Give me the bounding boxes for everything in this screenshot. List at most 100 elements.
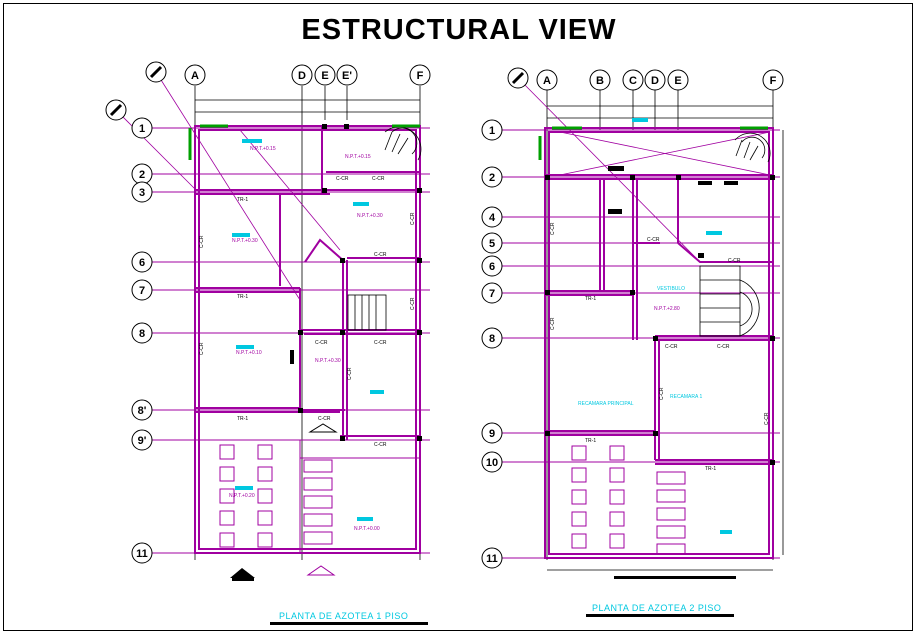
axis-label: F (417, 70, 424, 82)
beam-label: TR-1 (585, 296, 596, 302)
beam-label: TR-1 (585, 438, 596, 444)
left-cyan-markers (232, 139, 384, 521)
beam-label: C-CR (410, 297, 416, 310)
axis-label: 8 (489, 333, 495, 345)
column-axis-bubble: D (644, 69, 666, 91)
left-level-notes: N.P.T.+0.15 N.P.T.+0.15 N.P.T.+0.30 N.P.… (229, 146, 383, 532)
axis-label: 6 (489, 261, 495, 273)
axis-label: E' (342, 70, 352, 82)
row-axis-bubble: 7 (481, 282, 503, 304)
axis-label: 10 (486, 457, 498, 469)
drawing-title: ESTRUCTURAL VIEW (301, 14, 617, 46)
right-stairs (699, 132, 771, 337)
column-axis-bubble: B (589, 69, 611, 91)
axis-label: B (596, 75, 604, 87)
left-columns (230, 124, 422, 581)
column-axis-bubble: F (409, 64, 431, 86)
row-axis-bubble: 6 (131, 251, 153, 273)
row-axis-bubble: 10 (481, 451, 503, 473)
beam-label: C-CR (647, 237, 660, 243)
level-note: N.P.T.+0.00 (354, 526, 380, 532)
axis-label: F (770, 75, 777, 87)
row-axis-bubble: 8' (131, 399, 153, 421)
level-note: N.P.T.+0.30 (232, 238, 258, 244)
beam-label: C-CR (410, 212, 416, 225)
beam-label: C-CR (374, 340, 387, 346)
right-row-axes (502, 129, 780, 559)
column-axis-bubble: D (291, 64, 313, 86)
level-note: N.P.T.+0.15 (250, 146, 276, 152)
right-parking (571, 445, 686, 555)
axis-label: A (191, 70, 199, 82)
diagonal-axis-bubble (145, 61, 167, 83)
axis-label: 3 (139, 187, 145, 199)
axis-label: D (298, 70, 306, 82)
level-note: N.P.T.+0.30 (357, 213, 383, 219)
level-note: N.P.T.+2.80 (654, 306, 680, 312)
right-room-labels: RECAMARA PRINCIPAL RECAMARA 1 VESTIBULO (578, 286, 702, 407)
diagonal-axis-bubble (507, 67, 529, 89)
axis-label: A (543, 75, 551, 87)
room-label: RECAMARA 1 (670, 394, 702, 400)
row-axis-bubble: 2 (481, 166, 503, 188)
beam-label: C-CR (659, 387, 665, 400)
beam-label: TR-1 (705, 466, 716, 472)
beam-label: C-CR (336, 176, 349, 182)
right-dimension-top (547, 105, 784, 571)
beam-label: C-CR (550, 222, 556, 235)
row-axis-bubble: 1 (131, 117, 153, 139)
right-columns (545, 166, 775, 579)
axis-label: 11 (486, 553, 498, 565)
level-note: N.P.T.+0.20 (229, 493, 255, 499)
beam-label: C-CR (717, 344, 730, 350)
axis-label: 9' (138, 435, 147, 447)
beam-label: C-CR (347, 367, 353, 380)
axis-label: 2 (489, 172, 495, 184)
column-axis-bubble: F (762, 69, 784, 91)
beam-label: C-CR (199, 235, 205, 248)
beam-label: C-CR (318, 416, 331, 422)
beam-label: C-CR (374, 252, 387, 258)
beam-label: C-CR (764, 412, 770, 425)
row-axis-bubble: 8 (131, 322, 153, 344)
right-green-marks (538, 126, 768, 160)
row-axis-bubble: 9' (131, 429, 153, 451)
column-axis-bubble: E' (336, 64, 358, 86)
row-axis-bubble: 3 (131, 181, 153, 203)
axis-label: 1 (139, 123, 145, 135)
column-axis-bubble: A (536, 69, 558, 91)
left-plan-caption: PLANTA DE AZOTEA 1 PISO (279, 611, 409, 621)
row-axis-bubble: 1 (481, 119, 503, 141)
left-beam-labels: C-CR C-CR C-CR C-CR C-CR C-CR C-CR TR-1 … (199, 176, 416, 448)
beam-label: TR-1 (237, 416, 248, 422)
axis-label: C (629, 75, 637, 87)
diagonal-axis-bubble (105, 99, 127, 121)
axis-label: 8' (138, 405, 147, 417)
right-walls (544, 127, 774, 559)
right-beam-labels: C-CR C-CR C-CR C-CR TR-1 TR-1 TR-1 C-CR … (550, 222, 770, 472)
axis-label: E (674, 75, 681, 87)
left-walls (194, 125, 421, 554)
row-axis-bubble: 5 (481, 232, 503, 254)
beam-label: C-CR (728, 258, 741, 264)
beam-label: TR-1 (237, 197, 248, 203)
axis-label: 7 (139, 285, 145, 297)
beam-label: TR-1 (237, 294, 248, 300)
axis-label: 9 (489, 428, 495, 440)
column-axis-bubble: C (622, 69, 644, 91)
left-plan: C-CR C-CR C-CR C-CR C-CR C-CR C-CR TR-1 … (115, 71, 430, 581)
beam-label: C-CR (374, 442, 387, 448)
level-note: N.P.T.+0.10 (236, 350, 262, 356)
axis-label: D (651, 75, 659, 87)
beam-label: C-CR (199, 342, 205, 355)
drawing-frame (3, 3, 913, 631)
right-caption-underline (586, 614, 734, 617)
left-caption-underline (270, 622, 428, 625)
room-label: RECAMARA PRINCIPAL (578, 401, 634, 407)
axis-label: 1 (489, 125, 495, 137)
beam-label: C-CR (550, 317, 556, 330)
axis-label: 2 (139, 169, 145, 181)
beam-label: C-CR (665, 344, 678, 350)
